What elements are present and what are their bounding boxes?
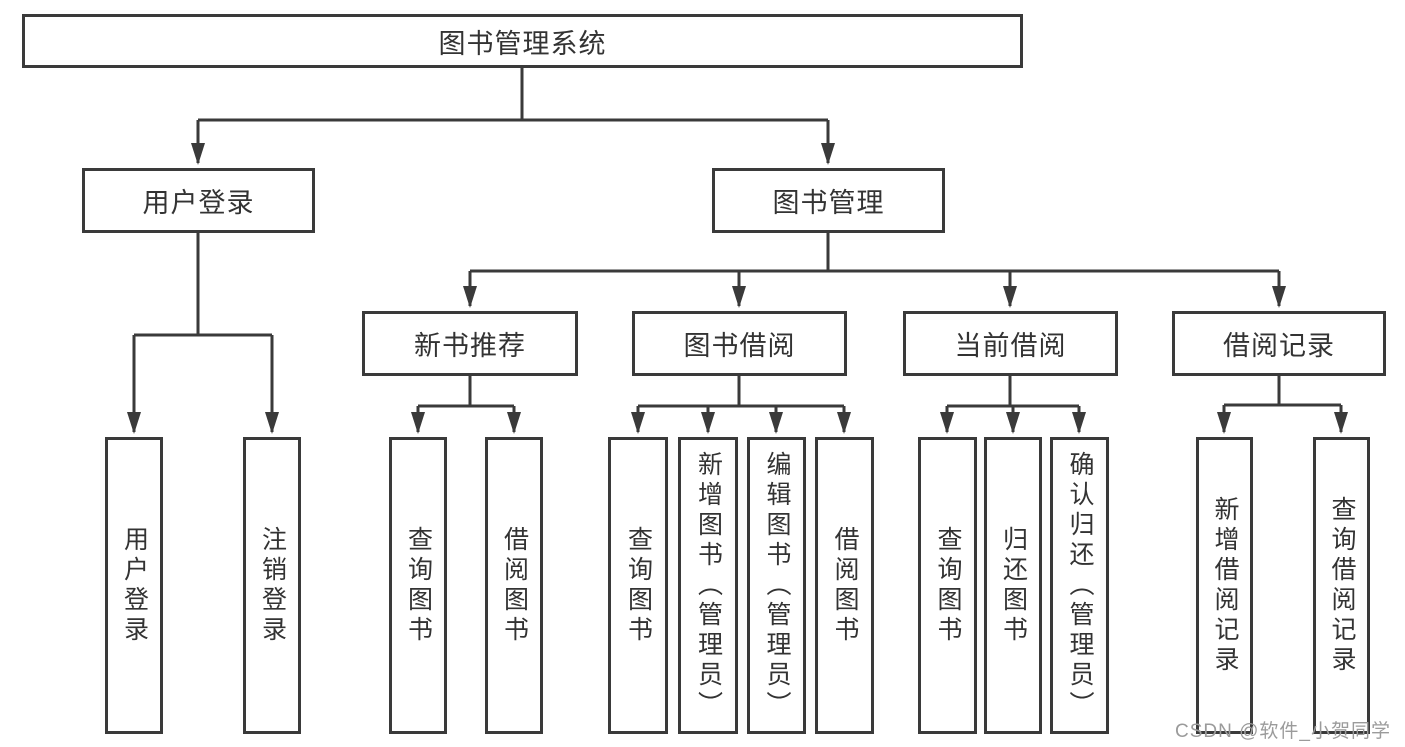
node-label: 图书借阅	[683, 331, 796, 361]
leaf-add-borrow-record: 新增借阅记录	[1196, 437, 1253, 734]
leaf-logout: 注销登录	[243, 437, 301, 734]
node-label: 查询图书	[624, 525, 653, 646]
node-borrow-records: 借阅记录	[1172, 311, 1386, 376]
node-label: 新增图书（管理员）	[694, 450, 723, 721]
node-label: 图书管理系统	[438, 28, 607, 59]
node-book-borrow: 图书借阅	[632, 311, 847, 376]
node-label: 归还图书	[999, 525, 1028, 646]
node-label: 借阅图书	[500, 525, 529, 646]
leaf-add-books-admin: 新增图书（管理员）	[678, 437, 738, 734]
node-label: 编辑图书（管理员）	[763, 450, 791, 721]
node-new-book-recommend: 新书推荐	[362, 311, 578, 376]
node-label: 借阅图书	[831, 525, 859, 646]
node-label: 确认归还（管理员）	[1066, 450, 1094, 721]
node-label: 注销登录	[258, 525, 287, 646]
leaf-user-login: 用户登录	[105, 437, 163, 734]
node-user-login: 用户登录	[82, 168, 315, 233]
node-label: 查询图书	[934, 525, 962, 646]
node-label: 当前借阅	[954, 331, 1067, 361]
node-label: 新增借阅记录	[1211, 495, 1239, 676]
leaf-borrow-books-recommend: 借阅图书	[485, 437, 543, 734]
leaf-query-books-recommend: 查询图书	[389, 437, 447, 734]
leaf-query-books-borrow: 查询图书	[608, 437, 668, 734]
node-current-borrow: 当前借阅	[903, 311, 1118, 376]
node-book-management: 图书管理	[712, 168, 945, 233]
node-label: 用户登录	[120, 525, 149, 646]
leaf-borrow-books: 借阅图书	[815, 437, 874, 734]
node-label: 查询图书	[404, 525, 433, 646]
watermark: CSDN @软件_小贺同学	[1175, 721, 1391, 742]
leaf-edit-books-admin: 编辑图书（管理员）	[747, 437, 806, 734]
leaf-query-borrow-record: 查询借阅记录	[1313, 437, 1370, 734]
node-library-management-system: 图书管理系统	[22, 14, 1023, 68]
leaf-query-books-current: 查询图书	[918, 437, 977, 734]
leaf-return-books: 归还图书	[984, 437, 1042, 734]
node-label: 借阅记录	[1223, 331, 1335, 361]
node-label: 新书推荐	[414, 331, 526, 361]
node-label: 用户登录	[142, 188, 255, 218]
node-label: 查询借阅记录	[1328, 495, 1356, 676]
node-label: 图书管理	[772, 188, 885, 218]
leaf-confirm-return-admin: 确认归还（管理员）	[1050, 437, 1109, 734]
